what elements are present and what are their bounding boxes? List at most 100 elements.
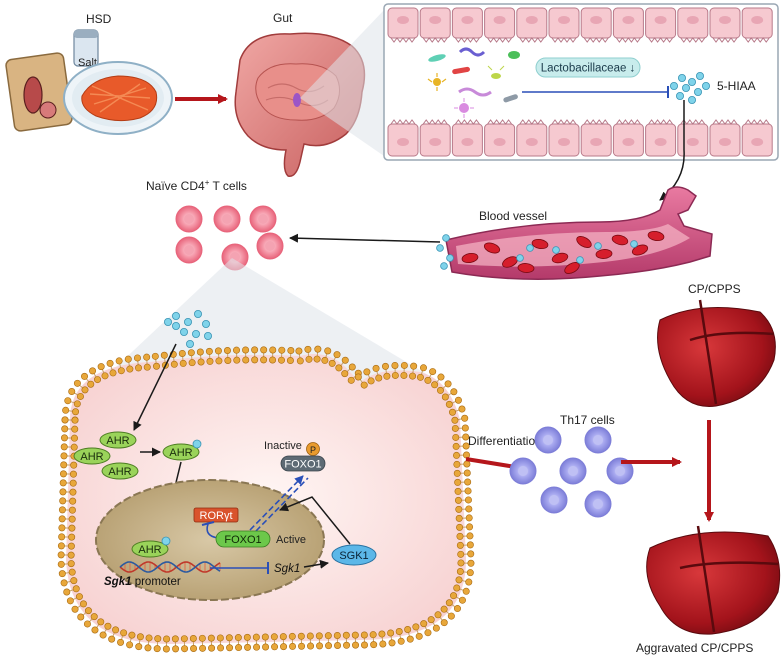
th17-cell-nucleus (615, 466, 625, 476)
membrane-head-inner (242, 346, 250, 354)
aggravated-organ (646, 525, 781, 635)
red-blood-cells (461, 230, 665, 274)
membrane-head-inner (233, 346, 241, 354)
vessel-metabolite-dot (594, 242, 602, 250)
membrane-head-outer (234, 634, 242, 642)
membrane-head-inner (333, 351, 341, 359)
cell-5hiaa-dot (179, 327, 188, 336)
red-blood-cell (564, 262, 580, 274)
cell-5hiaa-dot (171, 311, 180, 320)
membrane-head-outer (347, 376, 355, 384)
membrane-head-inner (115, 357, 123, 365)
membrane-head-inner (348, 363, 356, 371)
membrane-head-inner (59, 470, 67, 478)
membrane-head-outer (369, 631, 377, 639)
ahr-label-3: AHR (108, 466, 131, 478)
membrane-head-inner (447, 612, 455, 620)
red-blood-cell (631, 244, 649, 256)
membrane-head-outer (321, 356, 329, 364)
membrane-head-inner (60, 461, 68, 469)
membrane-head-outer (279, 633, 287, 641)
membrane-head-outer (375, 374, 383, 382)
membrane-head-inner (58, 570, 66, 578)
membrane-head-inner (217, 644, 225, 652)
membrane-head-inner (453, 605, 461, 613)
epithelial-nucleus-top (397, 16, 409, 24)
epithelium-panel: Lactobacillaceae ↓ 5-HIAA (383, 3, 779, 161)
ahr-label-2: AHR (80, 451, 103, 463)
microvilli-top (422, 37, 448, 43)
membrane-head-inner (466, 569, 474, 577)
membrane-head-outer (457, 559, 465, 567)
microvilli-bottom (648, 119, 673, 125)
membrane-head-inner (59, 497, 67, 505)
membrane-head-outer (378, 630, 386, 638)
membrane-head-outer (260, 356, 268, 364)
epithelial-nucleus-top (751, 16, 764, 24)
epithelial-nucleus-bottom (461, 138, 474, 146)
membrane-head-outer (367, 377, 375, 385)
membrane-head-inner (205, 347, 213, 355)
membrane-head-outer (67, 560, 75, 568)
epithelial-nucleus-top (590, 16, 603, 24)
membrane-head-inner (181, 645, 189, 653)
cell-membrane (57, 345, 475, 653)
membrane-head-inner (117, 638, 125, 646)
membrane-head-outer (445, 599, 453, 607)
microbes-group (427, 47, 520, 118)
membrane-head-inner (464, 487, 472, 495)
membrane-head-inner (437, 373, 445, 381)
ror-label: RORγt (200, 510, 233, 522)
membrane-head-outer (70, 461, 78, 469)
membrane-head-outer (404, 625, 412, 633)
membrane-head-inner (262, 643, 270, 651)
membrane-head-inner (465, 505, 473, 513)
membrane-head-outer (395, 627, 403, 635)
membrane-head-inner (388, 639, 396, 647)
membrane-head-outer (67, 551, 75, 559)
dna-strand-2 (119, 561, 221, 573)
vessel-metabolite-dot (630, 240, 638, 248)
th17-cell-nucleus (543, 435, 553, 445)
membrane-head-outer (198, 634, 206, 642)
membrane-head-inner (151, 352, 159, 360)
microbe-lime-flagella (487, 65, 505, 71)
microvilli-bottom (583, 119, 609, 125)
cell-5hiaa-dot (185, 339, 194, 348)
membrane-head-outer (224, 356, 232, 364)
membrane-head-outer (387, 629, 395, 637)
membrane-head-outer (197, 358, 205, 366)
membrane-head-inner (419, 364, 427, 372)
membrane-head-inner (372, 364, 380, 372)
five-hiaa-dot (696, 72, 705, 81)
foxo1-inactive-badge (280, 455, 326, 472)
membrane-head-inner (162, 645, 170, 653)
microvilli-bottom (487, 119, 512, 125)
membrane-head-outer (72, 585, 80, 593)
epithelial-nucleus-bottom (654, 138, 667, 146)
membrane-head-outer (342, 631, 350, 639)
membrane-head-outer (69, 497, 77, 505)
membrane-head-inner (287, 347, 295, 355)
vessel-metabolite-dot (440, 262, 448, 270)
microvilli-bottom (551, 119, 577, 125)
epithelial-nucleus-bottom (590, 138, 603, 146)
membrane-head-inner (58, 533, 66, 541)
microvilli-bottom (616, 119, 641, 125)
membrane-head-outer (296, 357, 304, 365)
membrane-head-outer (306, 632, 314, 640)
membrane-head-outer (243, 633, 251, 641)
membrane-head-outer (450, 592, 458, 600)
membrane-head-outer (207, 634, 215, 642)
membrane-head-inner (144, 644, 152, 652)
arrow-foxo1-inactivation (249, 475, 304, 531)
red-blood-cell (595, 249, 613, 259)
membrane-head-outer (328, 359, 336, 367)
membrane-head-inner (467, 559, 475, 567)
membrane-head-outer (136, 633, 144, 641)
vessel-metabolite-dot (526, 244, 534, 252)
gut-label: Gut (273, 11, 293, 25)
th17-cell-nucleus (518, 466, 528, 476)
membrane-head-inner (172, 645, 180, 653)
microbe-green (508, 51, 520, 59)
